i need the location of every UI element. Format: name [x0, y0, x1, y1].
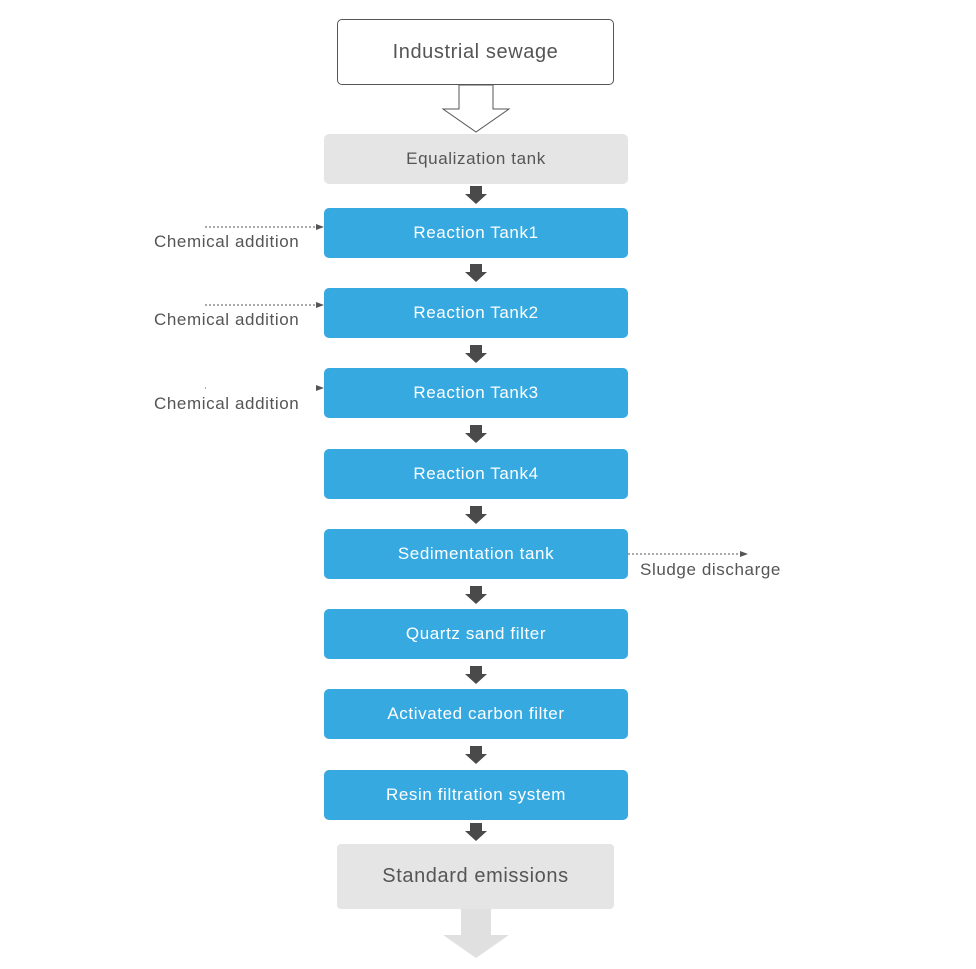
- down-arrow-icon: [465, 186, 487, 204]
- step-label: Equalization tank: [406, 149, 546, 168]
- step-label: Sedimentation tank: [397, 544, 555, 563]
- step-label: Reaction Tank3: [413, 383, 539, 402]
- down-arrow-icon: [465, 345, 487, 363]
- step-activated-carbon-filter: Activated carbon filter: [324, 689, 628, 739]
- down-arrow-icon: [465, 823, 487, 841]
- step-reaction-tank-4: Reaction Tank4: [324, 449, 628, 499]
- step-equalization-tank: Equalization tank: [324, 134, 628, 184]
- output-arrow: [443, 909, 509, 958]
- step-label: Resin filtration system: [385, 785, 567, 804]
- down-arrow-icon: [465, 746, 487, 764]
- source-label: Industrial sewage: [392, 40, 559, 63]
- step-reaction-tank-1: Reaction Tank1: [324, 208, 628, 258]
- chemical-addition-label: Chemical addition: [154, 310, 300, 329]
- step-label: Reaction Tank2: [413, 303, 539, 322]
- down-arrow-icon: [465, 425, 487, 443]
- step-label: Reaction Tank4: [413, 464, 539, 483]
- source-hollow-arrow: [441, 84, 511, 133]
- sludge-discharge-label: Sludge discharge: [640, 560, 781, 579]
- step-label: Activated carbon filter: [387, 704, 565, 723]
- step-quartz-sand-filter: Quartz sand filter: [324, 609, 628, 659]
- step-reaction-tank-2: Reaction Tank2: [324, 288, 628, 338]
- step-reaction-tank-3: Reaction Tank3: [324, 368, 628, 418]
- output-box: Standard emissions: [337, 844, 614, 909]
- down-arrow-icon: [465, 264, 487, 282]
- chemical-addition-label: Chemical addition: [154, 232, 300, 251]
- step-resin-filtration-system: Resin filtration system: [324, 770, 628, 820]
- step-label: Reaction Tank1: [413, 223, 539, 242]
- step-label: Quartz sand filter: [405, 624, 547, 643]
- step-sedimentation-tank: Sedimentation tank: [324, 529, 628, 579]
- down-arrow-icon: [465, 666, 487, 684]
- output-label: Standard emissions: [382, 865, 569, 887]
- source-box: Industrial sewage: [337, 19, 614, 85]
- step-arrows: [465, 186, 487, 841]
- down-arrow-icon: [465, 586, 487, 604]
- down-arrow-icon: [465, 506, 487, 524]
- chemical-addition-label: Chemical addition: [154, 394, 300, 413]
